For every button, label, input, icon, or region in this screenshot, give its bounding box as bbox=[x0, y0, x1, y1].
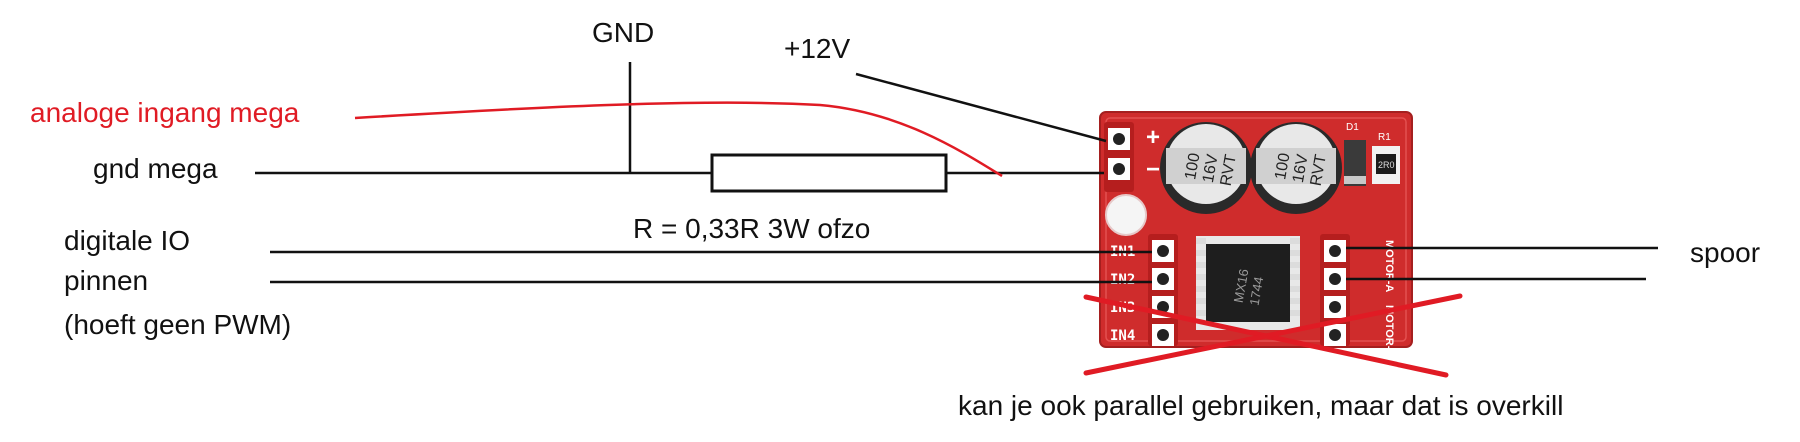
cap1-voltage: 16V bbox=[1200, 153, 1222, 184]
parallel-note: kan je ook parallel gebruiken, maar dat … bbox=[958, 390, 1563, 421]
analog-input-label: analoge ingang mega bbox=[30, 97, 300, 128]
gnd-label: GND bbox=[592, 17, 654, 48]
plus12v-label: +12V bbox=[784, 33, 850, 64]
motor-b-label: MOTOR-B bbox=[1383, 305, 1395, 357]
cap1-value: 100 bbox=[1182, 152, 1203, 181]
digital-io-label: digitale IO bbox=[64, 225, 190, 256]
cap2-voltage: 16V bbox=[1290, 153, 1312, 184]
cross-out-mark bbox=[1083, 293, 1463, 378]
cap1-brand: RVT bbox=[1218, 153, 1240, 187]
track-label: spoor bbox=[1690, 237, 1760, 268]
r1-label: R1 bbox=[1378, 132, 1391, 143]
resistor-r1: 2R0 R1 bbox=[1372, 132, 1400, 184]
diode-d1: D1 bbox=[1344, 122, 1366, 186]
analog-input-wire bbox=[354, 101, 1003, 178]
cap2-brand: RVT bbox=[1308, 153, 1330, 187]
mounting-hole bbox=[1105, 194, 1147, 236]
d1-label: D1 bbox=[1346, 122, 1359, 133]
driver-ic: MX16 1744 bbox=[1196, 236, 1300, 330]
minus-label: − bbox=[1146, 156, 1160, 183]
capacitor-1: 100 16V RVT bbox=[1160, 122, 1252, 214]
cap2-value: 100 bbox=[1272, 152, 1293, 181]
ic-marking-2: 1744 bbox=[1246, 276, 1266, 307]
capacitor-2: 100 16V RVT bbox=[1250, 122, 1342, 214]
ic-marking-1: MX16 bbox=[1231, 268, 1252, 304]
pins-label: pinnen bbox=[64, 265, 148, 296]
wires bbox=[255, 62, 1658, 284]
in4-label: IN4 bbox=[1110, 328, 1135, 344]
output-pins bbox=[1324, 240, 1346, 346]
gnd-mega-label: gnd mega bbox=[93, 153, 218, 184]
resistor-label: R = 0,33R 3W ofzo bbox=[633, 213, 870, 244]
resistor-symbol bbox=[710, 153, 948, 193]
motor-driver-board: + − 100 16V RVT 100 16V RVT bbox=[1099, 111, 1413, 357]
no-pwm-label: (hoeft geen PWM) bbox=[64, 309, 291, 340]
r1-value: 2R0 bbox=[1378, 160, 1395, 170]
in2-label: IN2 bbox=[1110, 272, 1135, 288]
plus-label: + bbox=[1146, 124, 1160, 151]
plus12v-wire bbox=[855, 72, 1107, 143]
